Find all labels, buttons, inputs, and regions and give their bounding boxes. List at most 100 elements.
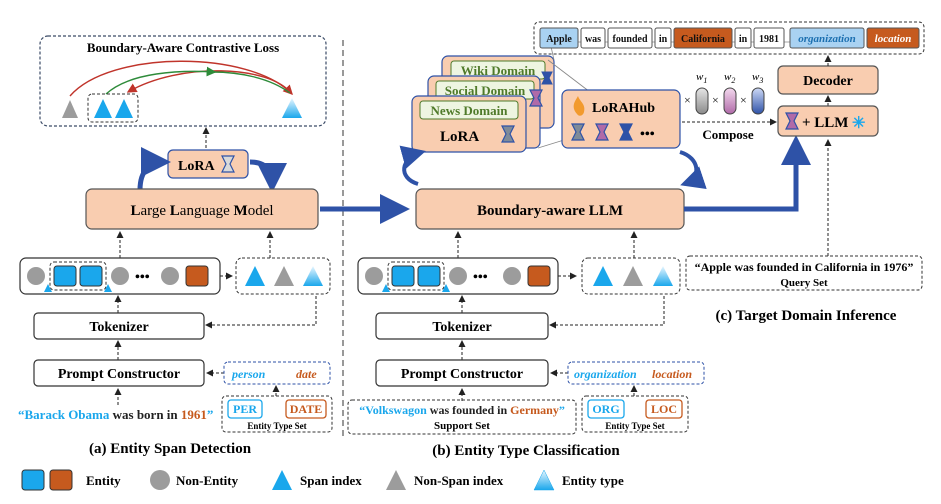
tag-loc-label: LOC [651, 402, 677, 416]
type-location: location [652, 367, 692, 381]
tag-org-label: ORG [592, 402, 619, 416]
arrow-b-to-c [684, 135, 811, 212]
legend-span-index-label: Span index [300, 473, 362, 488]
fan-line [547, 59, 591, 93]
arrow-indices-feedback [205, 296, 317, 329]
loss-title: Boundary-Aware Contrastive Loss [87, 40, 279, 55]
tag-date [285, 399, 327, 419]
entity-token [527, 265, 551, 287]
span-index-icon [115, 99, 133, 118]
span-index-marker [382, 284, 390, 292]
non-entity-token [503, 267, 521, 285]
output-token-box [654, 27, 672, 49]
lorahub-ellipsis: ••• [640, 127, 655, 142]
output-token-box [539, 27, 579, 49]
lora-arrow-out [249, 159, 287, 193]
lora-adapter-icon [221, 155, 235, 173]
legend-non-span-index-label: Non-Span index [414, 473, 504, 488]
entity-type-icon [653, 266, 673, 286]
caption-b: (b) Entity Type Classification [432, 443, 620, 459]
lorahub-label: LoRAHub [592, 101, 655, 116]
non-entity-token [111, 267, 129, 285]
loss-box [39, 35, 327, 127]
lora-module-pink-icon [595, 123, 609, 141]
panel-a: Boundary-Aware Contrastive Loss LoRA Lar… [18, 35, 333, 457]
lora-module-gray-icon [571, 123, 585, 141]
legend-non-entity-icon [150, 470, 170, 490]
arrow-indices-feedback-b [549, 296, 665, 329]
output-type-label: location [875, 33, 912, 45]
entity-token [185, 265, 209, 287]
output-token: in [659, 34, 668, 45]
ellipsis: ••• [135, 270, 150, 285]
support-set-caption: Support Set [434, 420, 490, 432]
times-symbol: × [740, 93, 747, 107]
non-span-index-icon [62, 100, 78, 118]
lora-module-blue-icon [619, 123, 633, 141]
tokenizer-label-b: Tokenizer [432, 320, 491, 335]
composed-lora-icon [785, 112, 799, 130]
entity-token [391, 265, 415, 287]
contrast-arc-green-b [211, 71, 291, 94]
output-type-box [789, 27, 865, 49]
domain-social-label: Social Domain [445, 83, 526, 98]
caption-c: (c) Target Domain Inference [716, 308, 897, 324]
lora-adapter-icon [529, 89, 543, 107]
fire-icon [573, 96, 585, 116]
boundary-llm-label: Boundary-aware LLM [477, 203, 623, 219]
domain-news-label: News Domain [431, 103, 509, 118]
query-set-box [685, 255, 923, 291]
weight-w1-pill [695, 87, 709, 115]
output-token-box [580, 27, 606, 49]
snowflake-icon: ✳ [852, 115, 865, 132]
output-token: was [585, 34, 601, 45]
output-token: founded [612, 34, 647, 45]
entity-type-icon [303, 266, 323, 286]
output-token-box [673, 27, 733, 49]
weight-w1-label: w1 [696, 71, 707, 85]
entity-token [53, 265, 77, 287]
type-set-caption-a: Entity Type Set [247, 421, 306, 431]
span-index-marker [44, 284, 52, 292]
times-symbol: × [684, 93, 691, 107]
decoder-label: Decoder [803, 74, 853, 89]
prompt-constructor-label-a: Prompt Constructor [58, 367, 180, 382]
domain-wiki-label: Wiki Domain [461, 63, 536, 78]
ellipsis: ••• [473, 270, 488, 285]
tokenizer-box-b [375, 312, 549, 340]
compose-label: Compose [702, 127, 754, 142]
legend-entity-blue [21, 469, 45, 491]
non-entity-token [27, 267, 45, 285]
query-sentence: “Apple was founded in California in 1976… [695, 260, 914, 274]
weight-w2-pill [723, 87, 737, 115]
contrast-arc-red-inner [126, 70, 293, 95]
composed-llm-box [777, 105, 879, 137]
plus-llm-label: + LLM [802, 115, 848, 131]
large-language-model-box [85, 188, 319, 230]
tag-per [227, 399, 263, 419]
type-organization: organization [574, 367, 637, 381]
legend-non-span-index-icon [386, 470, 406, 490]
non-span-index-icon [274, 266, 294, 286]
span-index-marker [442, 284, 450, 292]
output-token: California [681, 34, 725, 45]
output-token: in [739, 34, 748, 45]
entity-type-icon [282, 98, 302, 118]
tokenizer-label-a: Tokenizer [89, 320, 148, 335]
support-sentence: “Volkswagon was founded in Germany” [359, 403, 565, 417]
span-index-marker [104, 284, 112, 292]
tag-per-label: PER [233, 402, 257, 416]
lora-adapter-icon [541, 71, 553, 85]
legend-span-index-icon [272, 470, 292, 490]
domain-tag-news [419, 100, 519, 120]
entity-token [79, 265, 103, 287]
type-date: date [296, 367, 317, 381]
times-symbol: × [712, 93, 719, 107]
type-person: person [231, 367, 266, 381]
legend-entity-type-label: Entity type [562, 473, 624, 488]
non-span-index-icon [623, 266, 643, 286]
span-index-icon [245, 266, 265, 286]
curve-arrow-left [399, 145, 426, 186]
